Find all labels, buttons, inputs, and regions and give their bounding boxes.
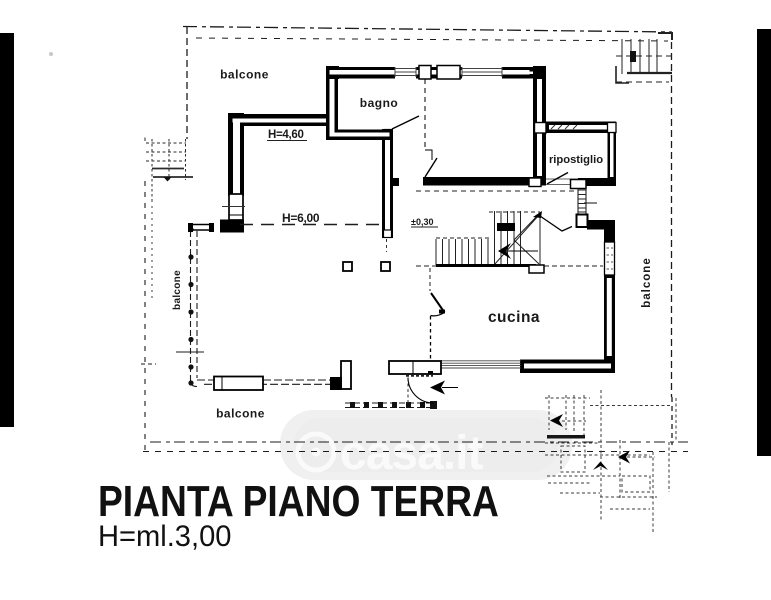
svg-text:balcone: balcone [172, 270, 183, 310]
svg-text:bagno: bagno [360, 96, 399, 110]
svg-text:balcone: balcone [641, 257, 653, 307]
svg-text:ripostiglio: ripostiglio [549, 154, 603, 166]
svg-text:casa.it: casa.it [340, 427, 483, 480]
svg-text:balcone: balcone [216, 407, 265, 421]
svg-text:H=4,60: H=4,60 [268, 129, 304, 141]
svg-text:balcone: balcone [220, 68, 269, 82]
svg-text:±0,30: ±0,30 [411, 217, 433, 227]
svg-text:H=6,00: H=6,00 [282, 211, 320, 225]
svg-text:cucina: cucina [488, 309, 540, 326]
